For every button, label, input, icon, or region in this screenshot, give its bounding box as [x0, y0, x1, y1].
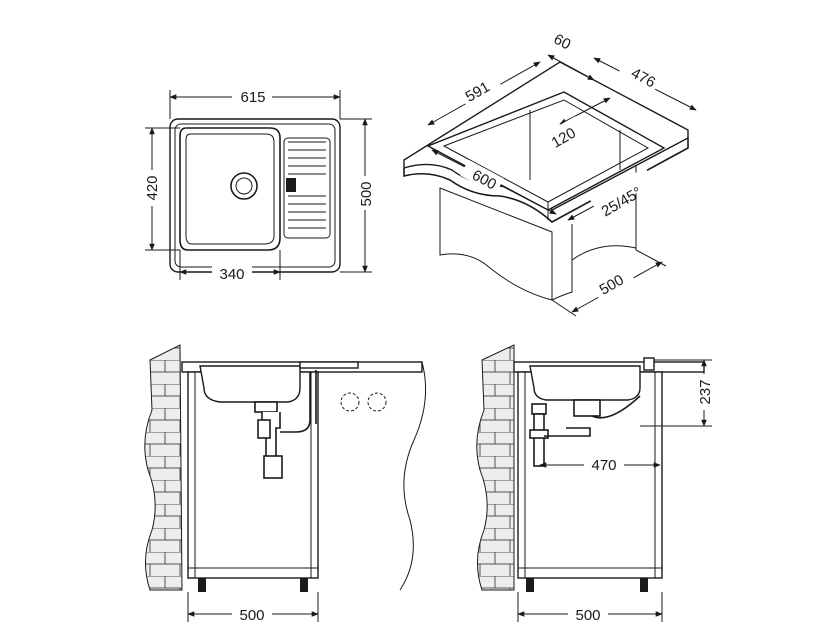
brick-wall-right: [476, 344, 515, 591]
dim-bowl-width-340: 340: [219, 266, 244, 283]
bowl-rim-right: [643, 357, 655, 371]
worktop-edge-left: [399, 361, 427, 591]
bowl-inner-outline: [185, 133, 275, 245]
foot-left-2: [300, 578, 308, 592]
foot-right-1: [526, 578, 534, 592]
cabinet-side-left: [439, 187, 553, 301]
cabinet-side-right: [551, 224, 573, 301]
cabinet-left: [187, 371, 319, 579]
drainer-left: [299, 361, 359, 369]
drainer-ribs: [283, 137, 331, 239]
dim-depth-500: 500: [358, 181, 375, 206]
dim-width-615: 615: [240, 89, 265, 106]
sink-bowl-left: [199, 365, 301, 403]
front-view-right: 470 237 500: [476, 344, 714, 624]
drain-outer: [230, 172, 258, 200]
dim-drain-distance-470: 470: [591, 457, 616, 474]
bowl-outline: [179, 127, 281, 251]
foot-right-2: [640, 578, 648, 592]
siphon-right: [529, 395, 641, 467]
front-view-left: 500: [144, 344, 427, 624]
dim-drainer-offset-60: 60: [551, 31, 574, 54]
dim-bowl-height-237: 237: [697, 379, 714, 404]
dim-bowl-depth-420: 420: [144, 175, 161, 200]
iso-view: 60 476 591 120 600 25/45° 500: [403, 31, 697, 317]
dim-cabinet-width-right-500: 500: [575, 607, 600, 624]
cabinet-back: [571, 160, 637, 261]
brick-wall-left: [144, 344, 183, 591]
foot-left-1: [198, 578, 206, 592]
siphon-left: [254, 370, 317, 479]
sink-bowl-right: [529, 365, 641, 401]
hole-2: [367, 392, 387, 412]
hole-1: [340, 392, 360, 412]
dim-cabinet-width-left-500: 500: [239, 607, 264, 624]
sink-outline-inner: [174, 123, 336, 268]
top-view: 615 500 420 340: [143, 88, 375, 283]
drain-inner: [235, 177, 253, 195]
overflow-slot: [286, 178, 296, 192]
